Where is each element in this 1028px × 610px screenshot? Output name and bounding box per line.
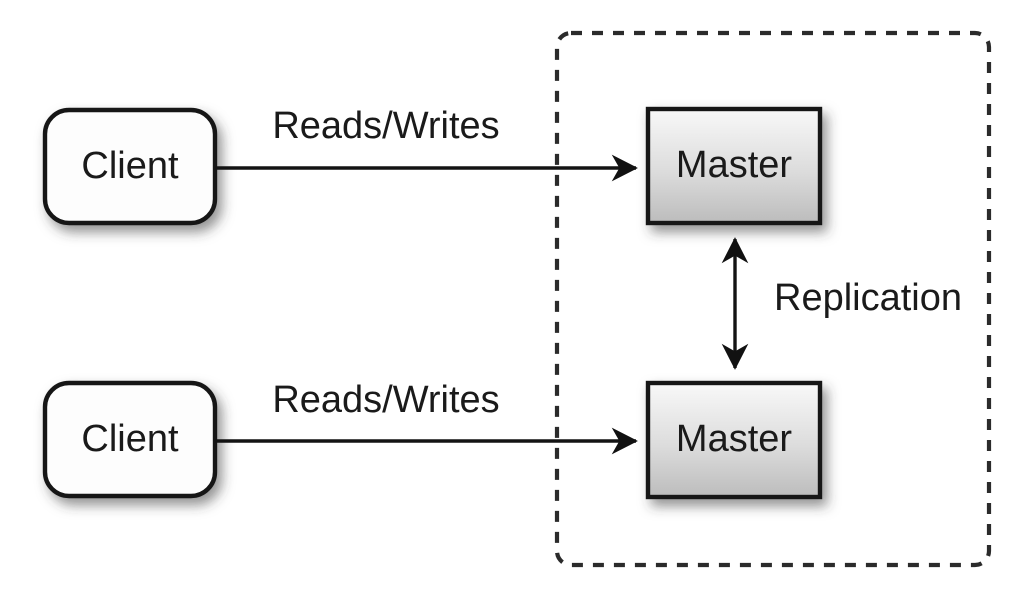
client-bottom-label: Client — [81, 418, 179, 460]
edge-reads-writes-bottom-label: Reads/Writes — [272, 379, 499, 421]
node-master-top[interactable]: Master — [645, 106, 823, 226]
edge-replication: Replication — [721, 237, 962, 370]
node-master-bottom[interactable]: Master — [645, 380, 823, 500]
edge-reads-writes-bottom: Reads/Writes — [215, 379, 638, 455]
node-client-bottom[interactable]: Client — [42, 380, 218, 499]
edge-reads-writes-top-label: Reads/Writes — [272, 105, 499, 147]
master-bottom-label: Master — [676, 418, 792, 460]
client-top-label: Client — [81, 145, 179, 187]
edge-reads-writes-top: Reads/Writes — [215, 105, 638, 182]
master-top-shape — [645, 106, 823, 226]
replication-cluster-boundary — [554, 30, 992, 568]
edge-replication-label: Replication — [774, 277, 962, 319]
master-top-label: Master — [676, 144, 792, 186]
master-bottom-shape — [645, 380, 823, 500]
node-client-top[interactable]: Client — [42, 107, 218, 226]
